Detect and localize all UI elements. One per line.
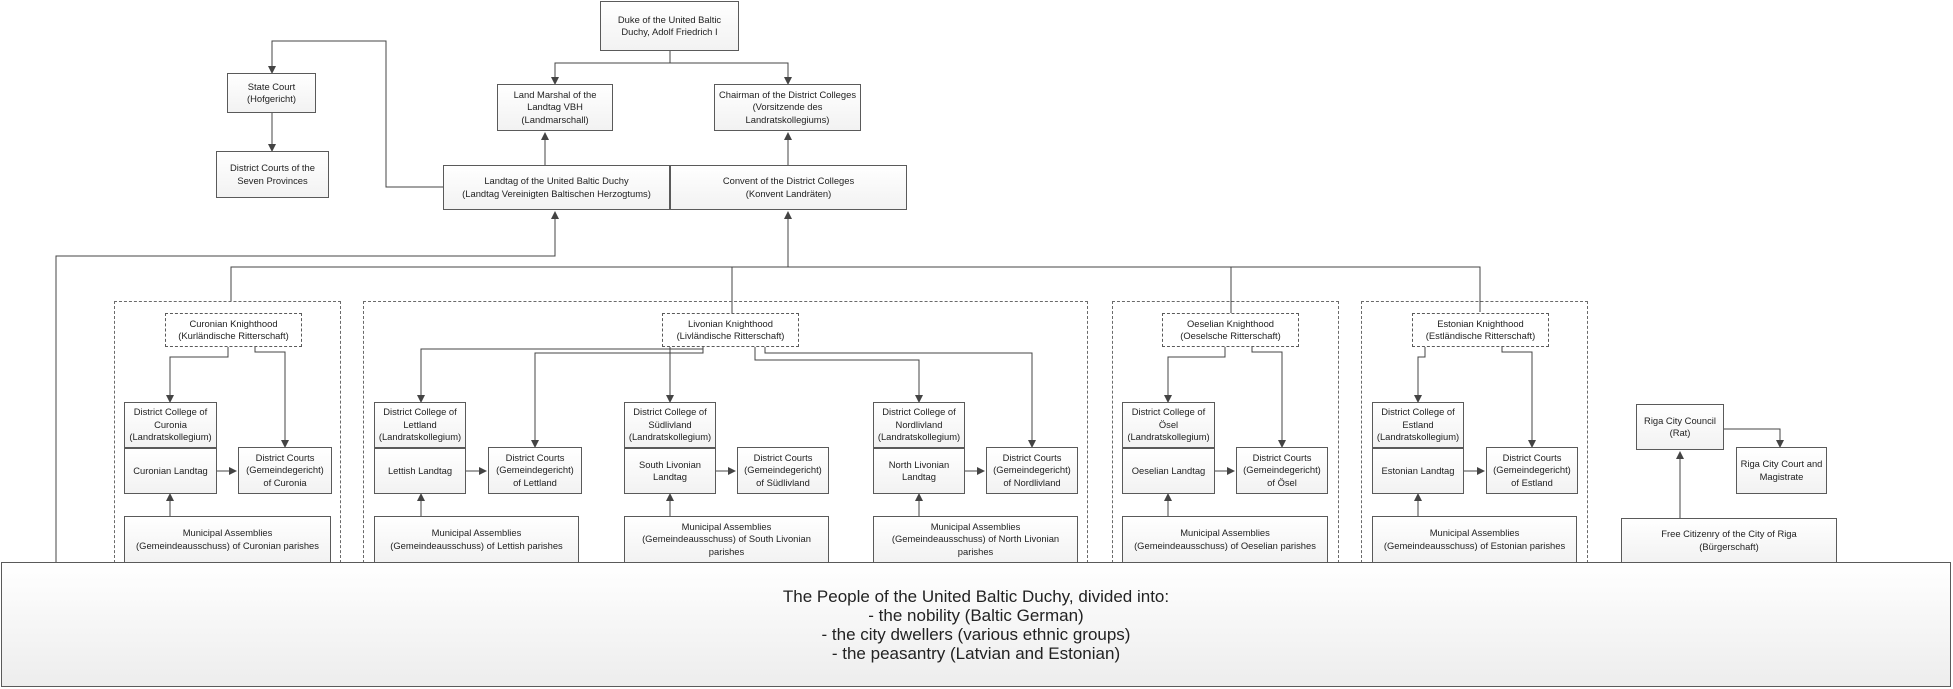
connector-duke-to-land-marshal: [551, 51, 671, 85]
landtag-estland-box: Estonian Landtag: [1372, 448, 1464, 494]
connector-oeselian-to-courts: [1251, 347, 1286, 448]
people-line-4: - the peasantry (Latvian and Estonian): [831, 643, 1121, 663]
muni-osel-box: Municipal Assemblies (Gemeindeausschuss)…: [1122, 516, 1328, 563]
riga-council-box: Riga City Council (Rat): [1636, 404, 1724, 450]
courts-lettland-box: District Courts (Gemeindegericht) of Let…: [488, 447, 582, 494]
chairman-box: Chairman of the District Colleges (Vorsi…: [714, 84, 861, 131]
dc-curonia-box: District College of Curonia (Landratskol…: [124, 402, 217, 448]
muni-lettland-box: Municipal Assemblies (Gemeindeausschuss)…: [374, 516, 579, 563]
courts-sudlivland-box: District Courts (Gemeindegericht) of Süd…: [737, 447, 829, 494]
estonian-knighthood-box: Estonian Knighthood (Estländische Ritter…: [1412, 313, 1549, 347]
landtag-osel-box: Oeselian Landtag: [1122, 448, 1215, 494]
connector-curonian-to-courts: [254, 347, 289, 448]
district-courts-seven-box: District Courts of the Seven Provinces: [216, 151, 329, 198]
courts-estland-box: District Courts (Gemeindegericht) of Est…: [1486, 447, 1578, 494]
people-box: The People of the United Baltic Duchy, d…: [1, 562, 1951, 687]
courts-curonia-box: District Courts (Gemeindegericht) of Cur…: [238, 447, 332, 494]
muni-sudlivland-box: Municipal Assemblies (Gemeindeausschuss)…: [624, 516, 829, 563]
people-line-1: The People of the United Baltic Duchy, d…: [782, 586, 1170, 606]
landtag-lettland-box: Lettish Landtag: [374, 448, 466, 494]
dc-osel-box: District College of Ösel (Landratskolleg…: [1122, 402, 1215, 448]
muni-estland-box: Municipal Assemblies (Gemeindeausschuss)…: [1372, 516, 1577, 563]
livonian-knighthood-box: Livonian Knighthood (Livländische Ritter…: [662, 313, 799, 347]
connector-knighthoods-bus: [230, 266, 1481, 312]
dc-estland-box: District College of Estland (Landratskol…: [1372, 402, 1464, 448]
dc-nordlivland-box: District College of Nordlivland (Landrat…: [873, 402, 965, 448]
muni-curonia-box: Municipal Assemblies (Gemeindeausschuss)…: [124, 516, 331, 563]
courts-nordlivland-box: District Courts (Gemeindegericht) of Nor…: [986, 447, 1078, 494]
dc-lettland-box: District College of Lettland (Landratsko…: [374, 402, 466, 448]
connector-estonian-to-college: [1414, 347, 1426, 403]
connector-curonian-to-college: [166, 347, 229, 403]
connector-livonian-to-lettland-courts: [531, 349, 704, 448]
connector-riga-council-to-court: [1724, 428, 1784, 448]
muni-nordlivland-box: Municipal Assemblies (Gemeindeausschuss)…: [873, 516, 1078, 563]
curonian-knighthood-box: Curonian Knighthood (Kurländische Ritter…: [165, 313, 302, 347]
dc-sudlivland-box: District College of Südlivland (Landrats…: [624, 402, 716, 448]
landtag-sudlivland-box: South Livonian Landtag: [624, 448, 716, 494]
riga-court-box: Riga City Court and Magistrate: [1736, 447, 1827, 494]
convent-box: Convent of the District Colleges (Konven…: [670, 165, 907, 210]
people-line-3: - the city dwellers (various ethnic grou…: [821, 624, 1131, 644]
riga-citizenry-box: Free Citizenry of the City of Riga (Bürg…: [1621, 518, 1837, 563]
land-marshal-box: Land Marshal of the Landtag VBH (Landmar…: [497, 84, 613, 131]
state-court-box: State Court (Hofgericht): [227, 73, 316, 113]
connector-people-to-landtag: [55, 211, 559, 562]
duke-box: Duke of the United Baltic Duchy, Adolf F…: [600, 1, 739, 51]
courts-osel-box: District Courts (Gemeindegericht) of Öse…: [1236, 447, 1328, 494]
connector-landtag-to-state-court: [268, 40, 443, 188]
connector-duke-to-chairman: [670, 62, 792, 85]
landtag-nordlivland-box: North Livonian Landtag: [873, 448, 965, 494]
connector-oeselian-to-college: [1164, 347, 1226, 403]
oeselian-knighthood-box: Oeselian Knighthood (Oeselsche Rittersch…: [1162, 313, 1299, 347]
connector-livonian-to-nordlivland-college: [754, 347, 923, 403]
connector-livonian-to-lettland-college: [417, 347, 704, 403]
connector-livonian-to-nordlivland-courts: [764, 347, 1036, 448]
connector-estonian-to-courts: [1501, 347, 1536, 448]
people-line-2: - the nobility (Baltic German): [868, 605, 1084, 625]
landtag-ubd-box: Landtag of the United Baltic Duchy (Land…: [443, 165, 670, 210]
landtag-curonia-box: Curonian Landtag: [124, 448, 217, 494]
